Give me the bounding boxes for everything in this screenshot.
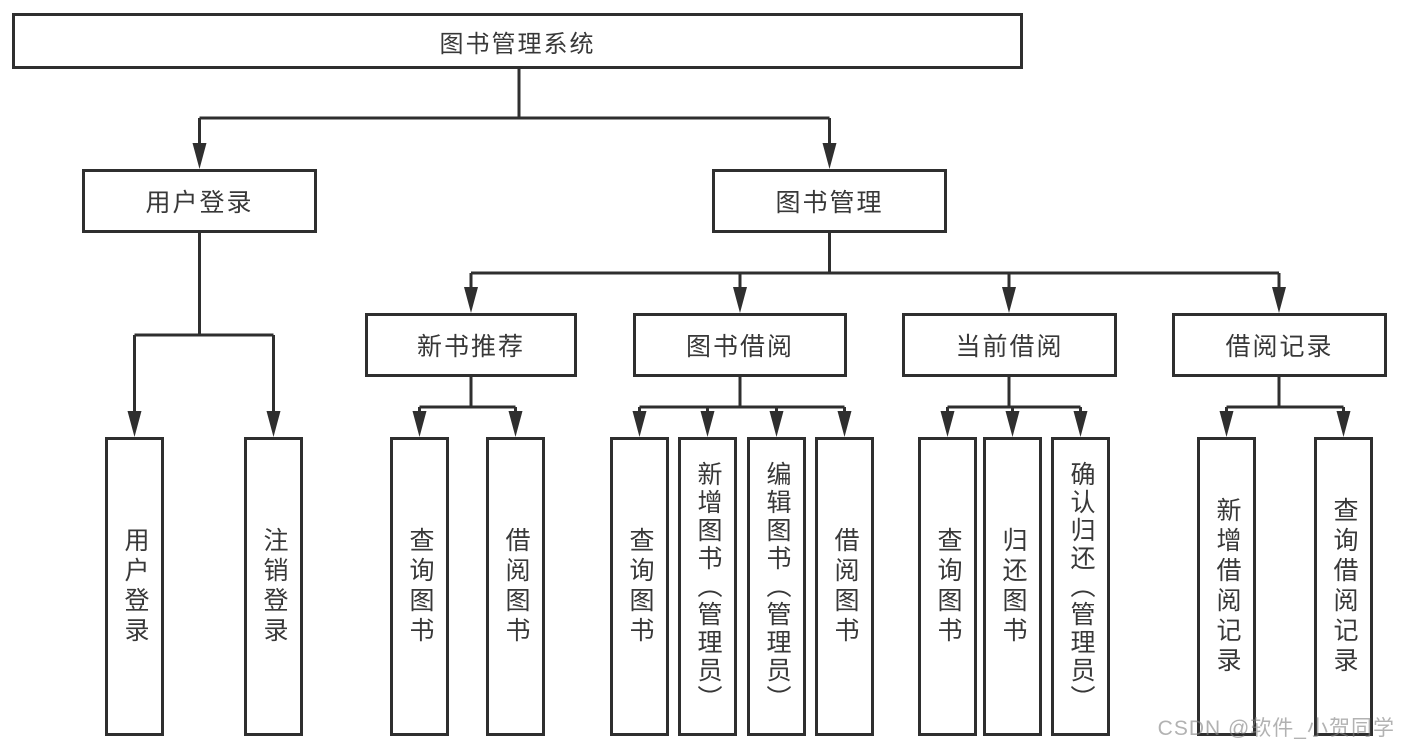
node-book-borrowing: 图书借阅: [633, 313, 847, 377]
leaf-bb-edit-books-admin: 编辑图书（管理员）: [747, 437, 806, 736]
node-root-system: 图书管理系统: [12, 13, 1023, 69]
node-user-login: 用户登录: [82, 169, 317, 233]
tree-edges: [133, 69, 1345, 414]
leaf-bb-query-books: 查询图书: [610, 437, 669, 736]
node-book-management: 图书管理: [712, 169, 947, 233]
leaf-cb-return-books: 归还图书: [983, 437, 1042, 736]
node-new-book-recommend: 新书推荐: [365, 313, 577, 377]
leaf-cb-query-books: 查询图书: [918, 437, 977, 736]
node-borrowing-records: 借阅记录: [1172, 313, 1387, 377]
leaf-bb-add-books-admin: 新增图书（管理员）: [678, 437, 737, 736]
leaf-nb-borrow-books: 借阅图书: [486, 437, 545, 736]
leaf-user-login: 用户登录: [105, 437, 164, 736]
leaf-nb-query-books: 查询图书: [390, 437, 449, 736]
csdn-watermark: CSDN @软件_小贺同学: [1157, 717, 1395, 740]
leaf-bb-borrow-books: 借阅图书: [815, 437, 874, 736]
leaf-br-add-record: 新增借阅记录: [1197, 437, 1256, 736]
arrowheads: [127, 143, 1351, 437]
node-current-borrowing: 当前借阅: [902, 313, 1117, 377]
leaf-br-query-record: 查询借阅记录: [1314, 437, 1373, 736]
leaf-logout: 注销登录: [244, 437, 303, 736]
leaf-cb-confirm-return-admin: 确认归还（管理员）: [1051, 437, 1110, 736]
